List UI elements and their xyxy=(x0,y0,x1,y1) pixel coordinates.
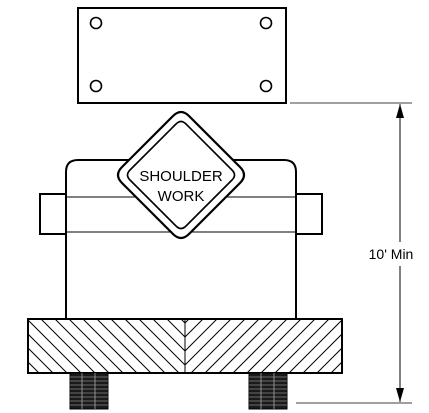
dimension-arrow-down xyxy=(396,388,404,402)
hatch-line xyxy=(28,319,82,373)
hatch-line xyxy=(274,319,330,373)
hatch-line xyxy=(184,319,204,338)
foot-block xyxy=(248,372,288,410)
hatch-line xyxy=(40,319,96,373)
base-outline xyxy=(27,318,343,374)
hatch-line xyxy=(152,319,186,352)
rear-plate xyxy=(77,7,287,104)
rear-plate-outline xyxy=(77,7,287,104)
hatch-line xyxy=(218,319,274,373)
foot-block xyxy=(69,372,109,410)
hatch-line xyxy=(166,319,186,338)
hatch-line xyxy=(28,361,40,373)
plate-hole-top-right xyxy=(259,16,273,30)
hatch-line xyxy=(260,319,316,373)
hatch-line xyxy=(316,347,342,373)
base-skid xyxy=(27,318,343,374)
plate-hole-bottom-right xyxy=(259,79,273,93)
hatch-line xyxy=(28,347,54,373)
dimension-label: 10' Min xyxy=(369,246,414,262)
hatch-line xyxy=(124,319,180,373)
diamond-inner-border xyxy=(126,120,236,230)
hatch-line xyxy=(204,319,260,373)
diamond-sign: SHOULDER WORK xyxy=(116,110,246,240)
hatch-line xyxy=(302,333,342,373)
hatch-line xyxy=(330,361,342,373)
base-hatching xyxy=(28,319,342,373)
foot-left xyxy=(69,372,109,410)
sign-frame xyxy=(39,159,323,319)
hatch-line xyxy=(288,319,342,373)
sign-text-line-1: SHOULDER xyxy=(139,168,223,185)
hatch-line xyxy=(82,319,138,373)
hatch-line xyxy=(138,319,186,366)
hatch-line xyxy=(68,319,124,373)
hatch-line xyxy=(110,319,166,373)
hatch-line xyxy=(184,319,232,366)
side-bracket-right xyxy=(295,193,323,235)
plate-hole-bottom-left xyxy=(89,79,103,93)
height-dimension: 10' Min xyxy=(290,102,414,404)
hatch-line xyxy=(28,333,68,373)
plate-hole-top-left xyxy=(89,16,103,30)
hatch-line xyxy=(190,319,246,373)
hatch-line xyxy=(184,319,218,352)
hatch-line xyxy=(96,319,152,373)
foot-right xyxy=(248,372,288,410)
dimension-arrow-up xyxy=(396,104,404,118)
hatch-line xyxy=(246,319,302,373)
hatch-line xyxy=(232,319,288,373)
feet xyxy=(69,372,288,410)
side-bracket-left xyxy=(39,193,67,235)
diamond-outer xyxy=(116,110,246,240)
sign-text-line-2: WORK xyxy=(158,188,205,205)
hatch-line xyxy=(54,319,110,373)
